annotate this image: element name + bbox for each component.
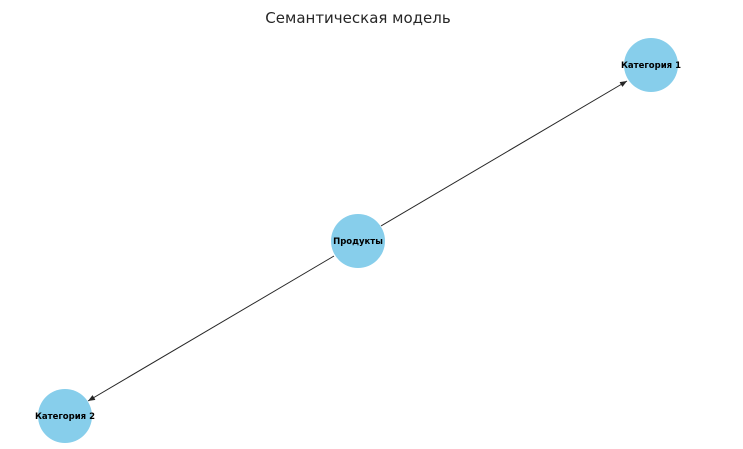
node-category-1: Категория 1 — [621, 38, 681, 92]
edge-products-to-category-1 — [380, 80, 628, 227]
node-category-1-label: Категория 1 — [621, 61, 681, 71]
node-products-label: Продукты — [333, 237, 383, 247]
edge-products-to-category-2 — [87, 255, 335, 402]
node-category-2-circle — [38, 389, 92, 443]
node-category-2: Категория 2 — [35, 389, 95, 443]
node-category-2-label: Категория 2 — [35, 412, 95, 422]
node-products-circle — [331, 214, 385, 268]
node-products: Продукты — [331, 214, 385, 268]
node-category-1-circle — [624, 38, 678, 92]
diagram-title: Семантическая модель — [265, 9, 450, 27]
